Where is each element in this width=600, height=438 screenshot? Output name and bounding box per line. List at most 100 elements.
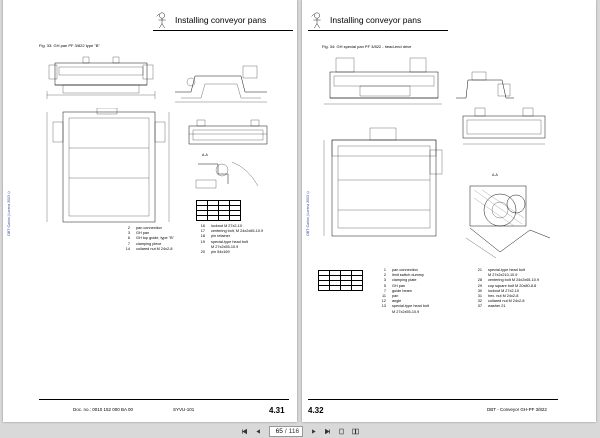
legend-number: 1 bbox=[383, 268, 386, 272]
next-page-icon bbox=[311, 428, 316, 434]
legend-item: 1 pan connection bbox=[374, 268, 429, 273]
legend-item: M 27x2x55-10.9 bbox=[193, 245, 263, 250]
legend-number: 2 bbox=[127, 226, 130, 230]
sprocket-section-drawing: A-A bbox=[465, 173, 551, 259]
legend-number: 17 bbox=[200, 229, 205, 234]
right-page: Installing conveyor pans Fig. 34: GH spe… bbox=[302, 0, 596, 422]
svg-text:A-A: A-A bbox=[202, 153, 209, 157]
legend-text: special-type head bolt bbox=[392, 304, 429, 309]
legend-number: 32 bbox=[477, 299, 482, 304]
legend-text: limit switch dummy bbox=[392, 273, 424, 278]
legend-text: GH pan bbox=[392, 283, 406, 288]
two-page-view-button[interactable] bbox=[350, 426, 360, 436]
side-credit: DBT·Carlos | Lorenz 2003 © bbox=[7, 190, 11, 236]
legend-text: hex. nut M 24x2-8 bbox=[488, 294, 519, 299]
legend-number: 14 bbox=[125, 246, 130, 251]
pan-plan-view-drawing bbox=[46, 108, 170, 223]
drive-cross-section-drawing bbox=[462, 107, 546, 145]
previous-page-button[interactable] bbox=[254, 426, 264, 436]
drive-profile-drawing bbox=[456, 71, 514, 99]
legend-text: M 27x2x55-10.9 bbox=[211, 244, 239, 249]
legend-item: 37 washer 21 bbox=[470, 304, 539, 309]
page-indicator: / 116 bbox=[268, 425, 304, 437]
torque-table bbox=[318, 270, 363, 291]
legend-number: 2 bbox=[383, 273, 386, 278]
legend-text: clamping plate bbox=[392, 278, 417, 283]
footer-rule bbox=[39, 399, 289, 400]
legend-number: 29 bbox=[477, 283, 482, 288]
legend-number: 3 bbox=[383, 278, 386, 283]
legend-item: 13 special-type head bolt bbox=[374, 304, 429, 309]
first-page-icon bbox=[242, 428, 248, 434]
legend-number: 11 bbox=[382, 294, 386, 299]
legend-text: pin 54x169 bbox=[211, 250, 230, 255]
legend-number: 13 bbox=[381, 304, 386, 309]
legend-number bbox=[374, 310, 386, 315]
legend-text: locknut M 27x2-10 bbox=[211, 224, 243, 228]
legend-text: cup square bolt M 20x80-8.8 bbox=[488, 283, 537, 288]
legend-number: 12 bbox=[381, 299, 386, 304]
pan-profile-drawing bbox=[175, 65, 267, 103]
svg-text:A-A: A-A bbox=[492, 173, 499, 177]
legend-text: pan connection bbox=[392, 268, 418, 272]
header-rule bbox=[308, 30, 448, 31]
legend-number: 6 bbox=[127, 236, 130, 241]
legend-number: 19 bbox=[200, 239, 205, 244]
legend-text: guide beam bbox=[392, 288, 412, 293]
side-credit: DBT·Carlos | Lorenz 2003 © bbox=[306, 190, 310, 236]
legend-item: 3 clamping plate bbox=[374, 278, 429, 283]
worker-icon bbox=[156, 12, 166, 29]
drive-side-elevation-drawing bbox=[324, 57, 442, 105]
legend-item: 5 GH pan bbox=[374, 284, 429, 289]
torque-table bbox=[196, 200, 241, 221]
legend-number: 37 bbox=[477, 304, 482, 309]
legend-text: pin retainer bbox=[211, 234, 230, 239]
legend-item: 7 guide beam bbox=[374, 289, 429, 294]
next-page-button[interactable] bbox=[308, 426, 318, 436]
figure-caption: Fig. 34: GH special pan PF 3/822 - head-… bbox=[322, 44, 412, 49]
page-title: Installing conveyor pans bbox=[175, 15, 267, 25]
legend-text: washer 21 bbox=[488, 304, 506, 309]
legend-number: 21 bbox=[477, 268, 482, 272]
figure-caption: Fig. 33: GH pan PF 3/822 type "B" bbox=[39, 43, 100, 48]
last-page-icon bbox=[324, 428, 330, 434]
legend-text: GH top guide, type "B" bbox=[136, 236, 174, 241]
legend-item: 21 special-type head bolt bbox=[470, 268, 539, 273]
header-rule bbox=[153, 30, 293, 31]
total-pages: 116 bbox=[288, 427, 300, 435]
footer-title: DBT - Conveyor GH-PF 3/822 bbox=[487, 407, 547, 412]
drive-plan-view-drawing bbox=[323, 127, 443, 237]
page-number: 4.31 bbox=[269, 406, 285, 415]
last-page-button[interactable] bbox=[322, 426, 332, 436]
legend-item: 6 GH top guide, type "B" bbox=[118, 236, 174, 241]
legend-number: 28 bbox=[477, 278, 482, 283]
legend-number: 5 bbox=[383, 283, 386, 288]
page-title: Installing conveyor pans bbox=[330, 15, 422, 25]
page-separator: / bbox=[284, 427, 287, 435]
legend-number: 7 bbox=[383, 288, 386, 293]
legend-item: 17 centering bolt, M 24x2x65-10.9 bbox=[193, 229, 263, 234]
section-a-a-detail: A-A bbox=[195, 153, 259, 189]
two-page-icon bbox=[351, 428, 359, 434]
legend-number: 7 bbox=[127, 241, 130, 246]
page-header: Installing conveyor pans bbox=[153, 10, 266, 30]
legend-left: 1 pan connection 2 limit switch dummy 3 cla… bbox=[374, 268, 429, 315]
first-page-button[interactable] bbox=[240, 426, 250, 436]
legend-text: M 27x2x55-10.9 bbox=[392, 309, 420, 314]
legend-text: centering bolt, M 24x2x65-10.9 bbox=[211, 229, 264, 234]
legend-text: pan bbox=[392, 294, 399, 299]
legend-text: locknut M 27x2-10 bbox=[488, 288, 520, 293]
legend-text: special-type head bolt bbox=[488, 268, 525, 272]
current-page-input[interactable] bbox=[272, 427, 283, 435]
single-page-view-button[interactable] bbox=[336, 426, 346, 436]
legend-number: 3 bbox=[127, 231, 130, 236]
left-page: Installing conveyor pans Fig. 33: GH pan… bbox=[3, 0, 297, 422]
page-header: Installing conveyor pans bbox=[308, 10, 421, 30]
